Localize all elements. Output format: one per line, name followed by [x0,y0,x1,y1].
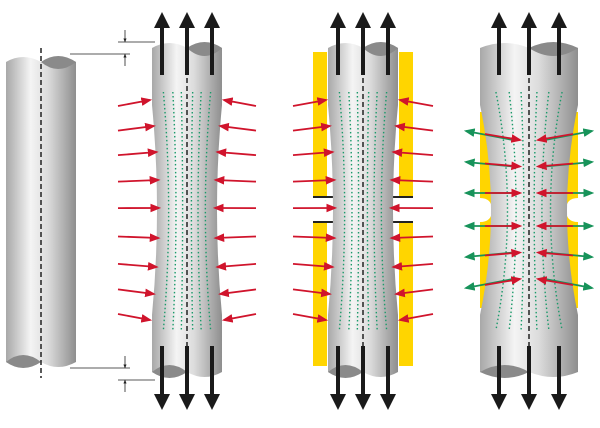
pressure-arrow-left [292,262,335,271]
pressure-arrow-right [397,313,434,323]
stream-line [172,91,177,331]
pressure-arrow-right [218,122,257,132]
pressure-arrow-left [484,276,523,286]
pressure-arrow-left [117,261,159,271]
pressure-arrow-left [484,248,523,258]
constraint-left-lower [313,222,327,366]
constraint-right-lower [399,222,413,366]
stream-line [197,91,202,331]
pressure-arrow-right [215,148,257,158]
pressure-arrow-left [117,148,159,158]
pressure-arrow-left [117,313,153,323]
pressure-arrow-right [221,97,257,107]
constraint-left-upper [313,52,327,197]
pressure-arrow-right [391,148,434,157]
pressure-arrow-right [394,122,434,132]
pressure-arrow-right [535,133,574,143]
pressure-arrow-right [535,161,574,171]
pressure-arrow-right [394,288,434,298]
stream-line [190,91,194,331]
stream-line [338,91,346,331]
pressure-arrow-right [213,233,257,242]
pressure-arrow-left [292,176,337,185]
pressure-arrow-left [292,288,332,298]
stream-line [373,91,378,331]
pressure-arrow-right [215,261,257,271]
stream-line [495,91,509,331]
stream-line [380,91,388,331]
stream-line [533,91,538,331]
pressure-arrow-right [535,276,574,286]
pressure-arrow-left [117,176,161,185]
pressure-arrow-left [117,288,156,298]
pressure-arrow-right [397,97,434,107]
pressure-arrow-right [213,176,257,185]
pressure-arrow-right [389,233,434,242]
pressure-arrow-right [535,248,574,258]
pressure-arrow-left [292,233,337,242]
pressure-arrow-left [292,148,335,157]
stream-line [508,91,517,331]
stream-line [520,91,525,331]
pressure-arrow-right [218,288,257,298]
side-constraints [313,52,413,366]
pressure-arrow-right [391,262,434,271]
pressure-arrow-left [117,122,156,132]
pressure-arrow-right [389,176,434,185]
cylinder-top-face [529,42,578,56]
original-specimen [6,30,155,392]
pressure-arrow-left [484,133,523,143]
stream-line [162,91,170,331]
pressure-arrow-left [292,97,329,107]
stream-line [204,91,212,331]
cylinder-bottom-face [480,365,529,378]
pressure-arrow-right [221,313,257,323]
stream-line [549,91,563,331]
constraint-right-upper [399,52,413,197]
pressure-arrow-left [117,97,153,107]
stream-line [366,91,370,331]
stream-line [356,91,360,331]
pressure-arrow-left [292,122,332,132]
stream-line [348,91,353,331]
pressure-arrow-left [292,313,329,323]
pressure-arrow-left [484,161,523,171]
stream-line [541,91,550,331]
pressure-arrow-left [117,233,161,242]
cylinder-top-face [41,56,76,69]
stream-line [180,91,184,331]
cylinder-bottom-face [6,355,41,368]
